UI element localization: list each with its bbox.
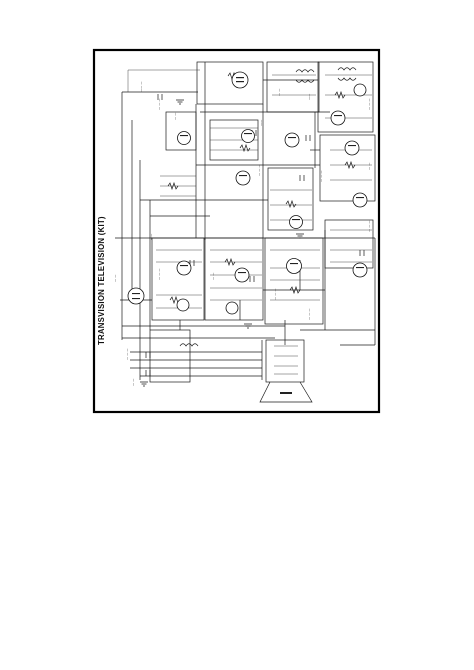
svg-text:— —: — —	[367, 162, 371, 170]
svg-text:— —: — —	[113, 274, 117, 282]
svg-text:— — —: — — —	[319, 170, 323, 182]
picture-tube	[259, 339, 313, 403]
svg-text:——: ——	[149, 233, 153, 240]
circuit-diagram: —— — — — — — — — — — —— — — —— — — — — —…	[113, 61, 376, 403]
svg-text:— — —: — — —	[307, 308, 311, 320]
schematic-title: TRANSVISION TELEVISION (KIT)	[97, 216, 106, 345]
svg-text:——: ——	[259, 119, 263, 126]
component-annotations: —— — — — — — — — — — —— — — —— — — — — —…	[113, 81, 371, 386]
vacuum-tubes	[127, 71, 368, 315]
svg-text:— —: — —	[173, 112, 177, 120]
svg-text:— — —: — — —	[157, 268, 161, 280]
svg-text:— —: — —	[131, 378, 135, 386]
svg-text:— —: — —	[211, 272, 215, 280]
svg-text:— — —: — — —	[257, 164, 261, 176]
svg-text:— —: — —	[277, 88, 281, 96]
svg-text:— — —: — — —	[367, 220, 371, 232]
svg-text:— — —: — — —	[125, 348, 129, 360]
schematic-frame	[92, 48, 381, 414]
svg-text:— — —: — — —	[273, 288, 277, 300]
circuit-blocks	[149, 61, 376, 383]
svg-text:—— —: —— —	[139, 81, 143, 92]
svg-text:— — —: — — —	[367, 98, 371, 110]
svg-text:——: ——	[307, 93, 311, 100]
circuit-wiring	[115, 62, 376, 380]
svg-text:— — —: — — —	[157, 98, 161, 110]
